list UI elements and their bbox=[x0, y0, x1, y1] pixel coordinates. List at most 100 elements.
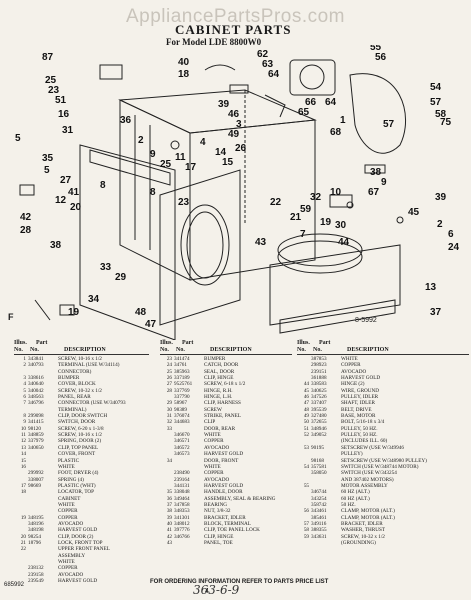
part-number: 338583 bbox=[311, 381, 327, 388]
illus-number: 51 bbox=[303, 425, 309, 432]
parts-row: AND 387402 MOTORS) bbox=[297, 477, 469, 483]
part-number: 372655 bbox=[311, 419, 327, 426]
callout-8: 8 bbox=[100, 180, 106, 191]
parts-row: PULLEY) bbox=[297, 451, 469, 457]
terminal-block bbox=[99, 64, 123, 80]
part-description: AVOCADO bbox=[58, 520, 84, 527]
part-description: WIRE, GROUND bbox=[341, 387, 380, 394]
callout-25b: 25 bbox=[160, 159, 172, 170]
part-number: 349464 bbox=[174, 495, 190, 502]
illus-number: 26 bbox=[166, 375, 172, 382]
part-description: DOOR, FRONT bbox=[204, 457, 239, 464]
part-description: CLIP, HINGE bbox=[204, 375, 234, 382]
callout-35: 35 bbox=[42, 153, 54, 164]
callout-29: 29 bbox=[115, 272, 127, 283]
illus-number: 45 bbox=[303, 387, 309, 394]
callout-6: 6 bbox=[448, 229, 454, 240]
illus-number: 12 bbox=[20, 438, 26, 445]
part-number: 9525761 bbox=[174, 381, 193, 388]
part-description: AVOCADO bbox=[204, 476, 230, 483]
part-description: (INCLUDES ILL. 60) bbox=[341, 438, 388, 445]
callout-66: 66 bbox=[305, 97, 317, 108]
callout-2b: 2 bbox=[437, 219, 443, 230]
part-number: 343631 bbox=[311, 533, 327, 540]
callout-38b: 38 bbox=[50, 240, 62, 251]
part-number: 340625 bbox=[311, 387, 327, 394]
callout-15: 15 bbox=[222, 157, 234, 168]
callout-58: 58 bbox=[435, 109, 447, 120]
callout-1: 1 bbox=[340, 115, 346, 126]
illus-number: 29 bbox=[166, 400, 172, 407]
illus-number: 32 bbox=[166, 419, 172, 426]
document-number: 685992 bbox=[4, 582, 25, 588]
part-number: 348563 bbox=[28, 394, 44, 401]
callout-62: 62 bbox=[257, 49, 269, 60]
callout-38: 38 bbox=[370, 167, 382, 178]
part-description: COPPER bbox=[341, 362, 361, 369]
part-number: 98120 bbox=[28, 425, 41, 432]
part-number: 346670 bbox=[174, 432, 190, 439]
part-description: WHITE bbox=[58, 559, 75, 565]
callout-51: 51 bbox=[55, 95, 67, 106]
part-number: 340640 bbox=[28, 381, 44, 388]
part-number: 346744 bbox=[311, 489, 327, 496]
part-number: 357581 bbox=[311, 463, 327, 470]
callout-67: 67 bbox=[368, 187, 380, 198]
part-number: 348353 bbox=[174, 508, 190, 515]
callout-43: 43 bbox=[255, 237, 267, 248]
part-number: 58967 bbox=[174, 400, 187, 407]
door-opening bbox=[180, 204, 230, 286]
callout-25: 25 bbox=[45, 75, 57, 86]
part-description: PULLEY, IDLER bbox=[341, 394, 379, 401]
part-number: 388355 bbox=[311, 527, 327, 534]
part-number: 340042 bbox=[28, 387, 44, 394]
callout-33: 33 bbox=[100, 262, 112, 273]
illus-number: 49 bbox=[303, 413, 309, 420]
cabinet-top bbox=[118, 89, 317, 134]
parts-row: (GROUNDING) bbox=[297, 540, 469, 546]
part-number: 98389 bbox=[174, 406, 187, 413]
illus-number: 3 bbox=[23, 375, 26, 382]
part-description: BLOCK, TERMINAL bbox=[204, 520, 251, 527]
part-number: 238490 bbox=[174, 470, 190, 477]
callout-11: 11 bbox=[175, 152, 186, 163]
drive-belt bbox=[349, 73, 407, 154]
part-description: AND 387402 MOTORS) bbox=[341, 476, 394, 483]
ordering-note: FOR ORDERING INFORMATION REFER TO PARTS … bbox=[150, 579, 329, 585]
part-description: BOLT, 5/16-18 x 3/4 bbox=[341, 419, 385, 426]
reference-letter: F bbox=[8, 312, 14, 322]
rear-door bbox=[269, 244, 401, 326]
part-description: SETSCREW (USE W/349946 bbox=[341, 444, 404, 451]
illus-number: 22 bbox=[20, 546, 26, 553]
part-number: 338007 bbox=[28, 476, 44, 483]
parts-row: TERMINAL) bbox=[14, 407, 149, 413]
part-description: HARVEST GOLD bbox=[58, 527, 98, 534]
part-description: CLIP, TOE PANEL LOCK bbox=[204, 527, 260, 534]
part-number: 340793 bbox=[28, 362, 44, 369]
parts-row: CONNECTOR) bbox=[14, 369, 149, 375]
callout-48: 48 bbox=[135, 307, 147, 318]
illus-number: 17 bbox=[20, 482, 26, 489]
watermark: AppliancePartsPros.com bbox=[125, 6, 346, 27]
